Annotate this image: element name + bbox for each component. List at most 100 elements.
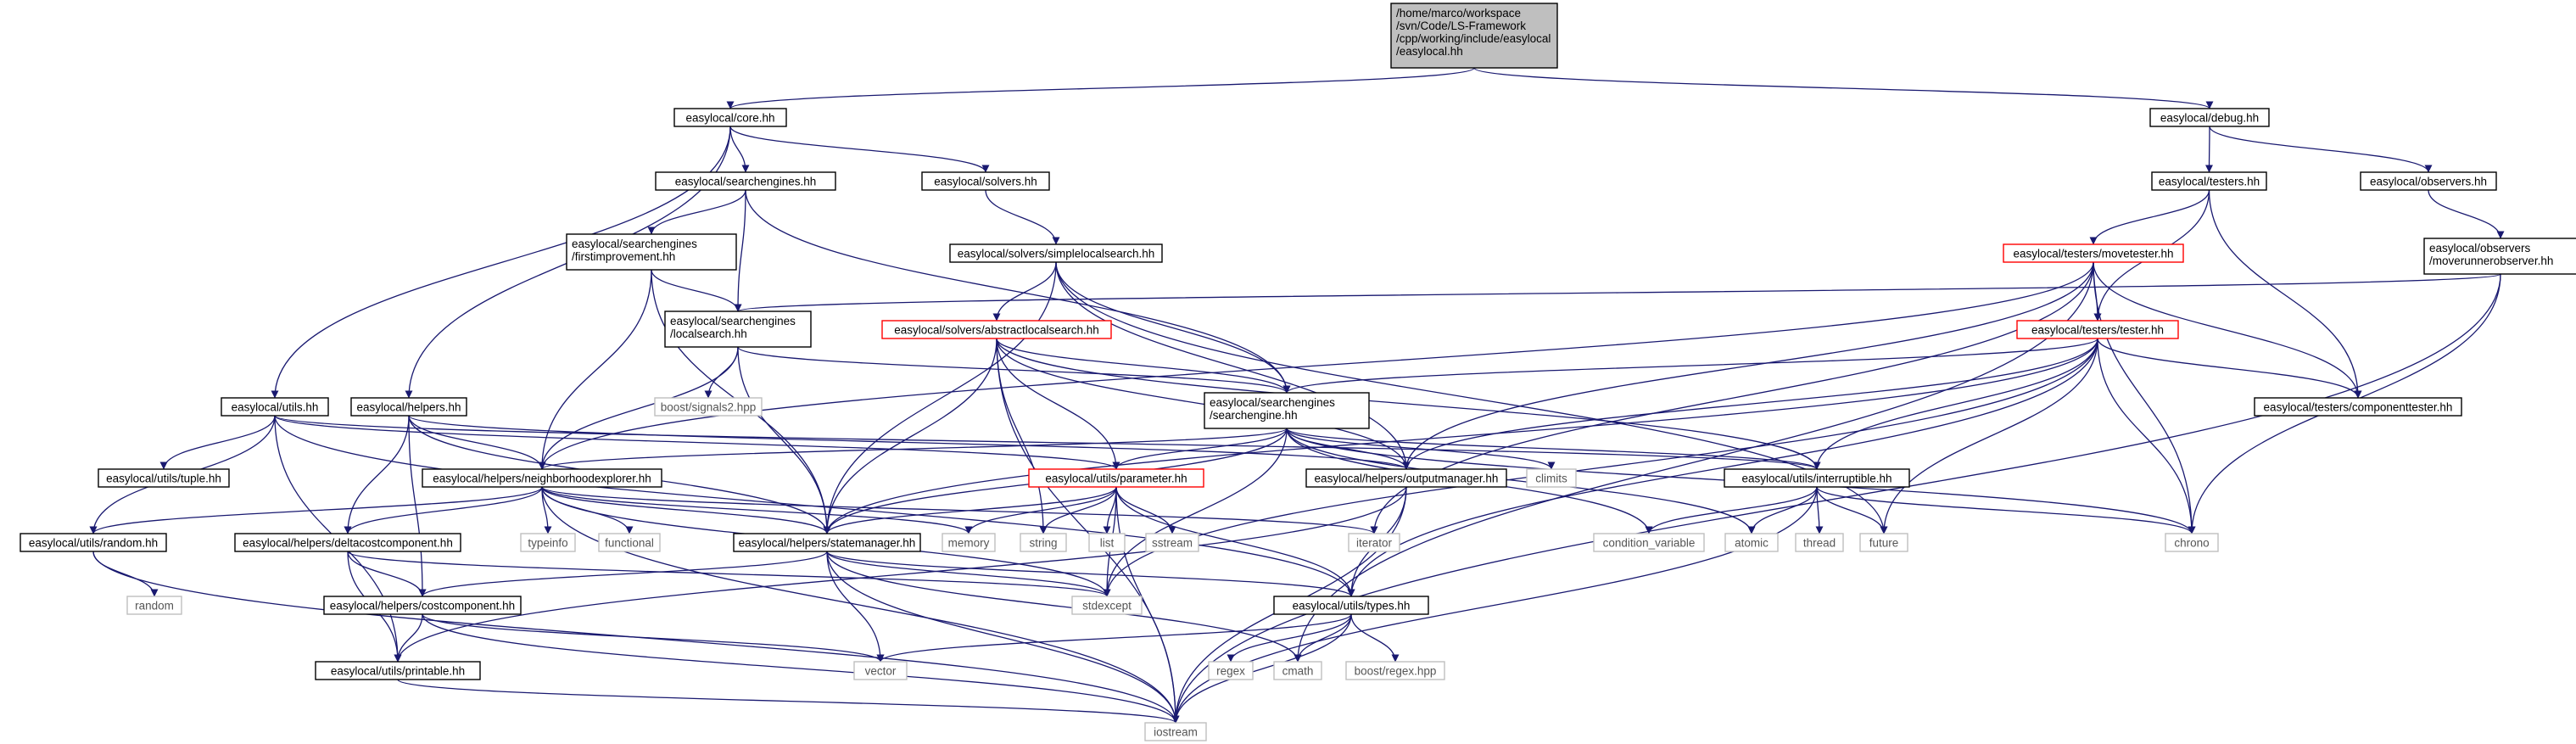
edge-simplelocalsearch-to-abstractlocalsearch	[992, 261, 1057, 322]
node-label-regex: regex	[1216, 665, 1245, 678]
node-label-interruptible: easylocal/utils/interruptible.hh	[1741, 473, 1891, 485]
edge-localsearch-to-statemanager	[737, 346, 831, 534]
node-box-outputmanager	[1305, 468, 1507, 488]
edge-neighborhoodexplorer-to-memory	[541, 486, 973, 534]
node-label-core: easylocal/core.hh	[685, 112, 774, 125]
node-outputmanager[interactable]: easylocal/helpers/outputmanager.hh	[1305, 468, 1507, 488]
node-label-costcomponent: easylocal/helpers/costcomponent.hh	[330, 600, 515, 613]
node-movetester[interactable]: easylocal/testers/movetester.hh	[2003, 243, 2184, 263]
node-condition_variable: condition_variable	[1593, 533, 1705, 552]
edge-root-to-debug	[1473, 67, 2214, 109]
edge-statemanager-to-vector	[826, 551, 885, 663]
node-stdexcept: stdexcept	[1071, 596, 1143, 615]
edge-neighborhoodexplorer-to-deltacostcomponent	[344, 486, 543, 534]
edge-statemanager-to-types	[826, 551, 1355, 597]
node-printable[interactable]: easylocal/utils/printable.hh	[315, 661, 481, 680]
node-box-componenttester	[2254, 397, 2462, 417]
node-componenttester[interactable]: easylocal/testers/componenttester.hh	[2254, 397, 2462, 417]
edge-movetester-to-cmath	[1294, 261, 2094, 663]
edge-moverunnerobserver-to-localsearch	[735, 273, 2501, 312]
node-box-core	[673, 108, 787, 127]
edge-searchengine-to-stdexcept	[1103, 428, 1288, 597]
node-functional: functional	[598, 533, 661, 552]
node-localsearch[interactable]: easylocal/searchengines/localsearch.hh	[664, 310, 812, 348]
node-box-random	[126, 596, 182, 615]
node-label-localsearch: easylocal/searchengines	[670, 315, 796, 327]
node-searchengine[interactable]: easylocal/searchengines/searchengine.hh	[1204, 392, 1370, 429]
node-tester[interactable]: easylocal/testers/tester.hh	[2016, 320, 2179, 339]
node-iostream: iostream	[1144, 722, 1207, 741]
node-testers[interactable]: easylocal/testers.hh	[2151, 171, 2267, 191]
node-types[interactable]: easylocal/utils/types.hh	[1273, 596, 1429, 615]
node-label-root: /home/marco/workspace	[1396, 7, 1521, 20]
node-box-helpers	[350, 397, 467, 417]
node-random_hh[interactable]: easylocal/utils/random.hh	[20, 533, 167, 552]
edge-searchengines-to-searchengine	[745, 189, 1291, 394]
edge-costcomponent-to-vector	[422, 613, 885, 663]
node-label-testers: easylocal/testers.hh	[2159, 176, 2260, 188]
node-searchengines[interactable]: easylocal/searchengines.hh	[655, 171, 836, 191]
node-label-helpers: easylocal/helpers.hh	[356, 401, 461, 414]
edge-abstractlocalsearch-to-parameter	[996, 338, 1120, 470]
node-box-neighborhoodexplorer	[422, 468, 662, 488]
node-core[interactable]: easylocal/core.hh	[673, 108, 787, 127]
node-box-list	[1088, 533, 1126, 552]
edge-parameter-to-string	[1039, 486, 1117, 534]
edge-interruptible-to-future	[1816, 486, 1888, 534]
edge-tester-to-stdexcept	[1103, 338, 2098, 597]
edge-statemanager-to-costcomponent	[418, 551, 828, 597]
node-tuple[interactable]: easylocal/utils/tuple.hh	[98, 468, 230, 488]
node-utils[interactable]: easylocal/utils.hh	[221, 397, 329, 417]
node-simplelocalsearch[interactable]: easylocal/solvers/simplelocalsearch.hh	[949, 243, 1163, 263]
edge-costcomponent-to-printable	[394, 613, 423, 663]
node-label-iostream: iostream	[1154, 726, 1198, 739]
node-box-utils	[221, 397, 329, 417]
edge-parameter-to-types	[1115, 486, 1355, 597]
edge-simplelocalsearch-to-outputmanager	[1055, 261, 1411, 470]
edge-core-to-searchengines	[729, 126, 750, 173]
node-box-memory	[942, 533, 996, 552]
edge-interruptible-to-chrono	[1816, 486, 2196, 534]
edge-types-to-regex	[1227, 613, 1352, 663]
node-label-vector: vector	[865, 665, 897, 678]
node-label-observers: easylocal/observers.hh	[2370, 176, 2487, 188]
edge-localsearch-to-boostsignals	[704, 346, 739, 399]
node-helpers[interactable]: easylocal/helpers.hh	[350, 397, 467, 417]
node-root[interactable]: /home/marco/workspace/svn/Code/LS-Framew…	[1390, 3, 1558, 69]
node-label-statemanager: easylocal/helpers/statemanager.hh	[739, 537, 916, 550]
node-box-localsearch	[664, 310, 812, 348]
node-observers[interactable]: easylocal/observers.hh	[2360, 171, 2497, 191]
node-parameter[interactable]: easylocal/utils/parameter.hh	[1028, 468, 1204, 488]
node-label-list: list	[1100, 537, 1115, 550]
node-iterator: iterator	[1348, 533, 1400, 552]
node-box-tester	[2016, 320, 2179, 339]
node-abstractlocalsearch[interactable]: easylocal/solvers/abstractlocalsearch.hh	[881, 320, 1112, 339]
nodes-layer: /home/marco/workspace/svn/Code/LS-Framew…	[20, 3, 2576, 741]
node-moverunnerobserver[interactable]: easylocal/observers/moverunnerobserver.h…	[2423, 238, 2576, 275]
node-debug[interactable]: easylocal/debug.hh	[2149, 108, 2270, 127]
node-costcomponent[interactable]: easylocal/helpers/costcomponent.hh	[323, 596, 522, 615]
node-label-boostregex: boost/regex.hpp	[1355, 665, 1437, 678]
edge-helpers-to-costcomponent	[408, 415, 427, 597]
edge-observers-to-moverunnerobserver	[2428, 189, 2505, 239]
node-interruptible[interactable]: easylocal/utils/interruptible.hh	[1724, 468, 1910, 488]
node-box-observers	[2360, 171, 2497, 191]
node-solvers[interactable]: easylocal/solvers.hh	[921, 171, 1050, 191]
node-label-neighborhoodexplorer: easylocal/helpers/neighborhoodexplorer.h…	[433, 473, 651, 485]
node-label-chrono: chrono	[2174, 537, 2209, 550]
node-label-componenttester: easylocal/testers/componenttester.hh	[2264, 401, 2453, 414]
edge-utils-to-parameter	[274, 415, 1120, 470]
node-label-root: /svn/Code/LS-Framework	[1396, 20, 1526, 32]
node-sstream: sstream	[1145, 533, 1199, 552]
edge-root-to-core	[726, 67, 1475, 109]
edge-abstractlocalsearch-to-outputmanager	[996, 338, 1411, 470]
node-deltacostcomponent[interactable]: easylocal/helpers/deltacostcomponent.hh	[234, 533, 461, 552]
node-neighborhoodexplorer[interactable]: easylocal/helpers/neighborhoodexplorer.h…	[422, 468, 662, 488]
node-cmath: cmath	[1273, 661, 1322, 680]
edge-searchengine-to-climits	[1286, 428, 1556, 470]
node-firstimprovement[interactable]: easylocal/searchengines/firstimprovement…	[566, 233, 737, 271]
node-label-random_hh: easylocal/utils/random.hh	[29, 537, 158, 550]
edge-searchengines-to-localsearch	[734, 189, 746, 312]
node-statemanager[interactable]: easylocal/helpers/statemanager.hh	[733, 533, 921, 552]
